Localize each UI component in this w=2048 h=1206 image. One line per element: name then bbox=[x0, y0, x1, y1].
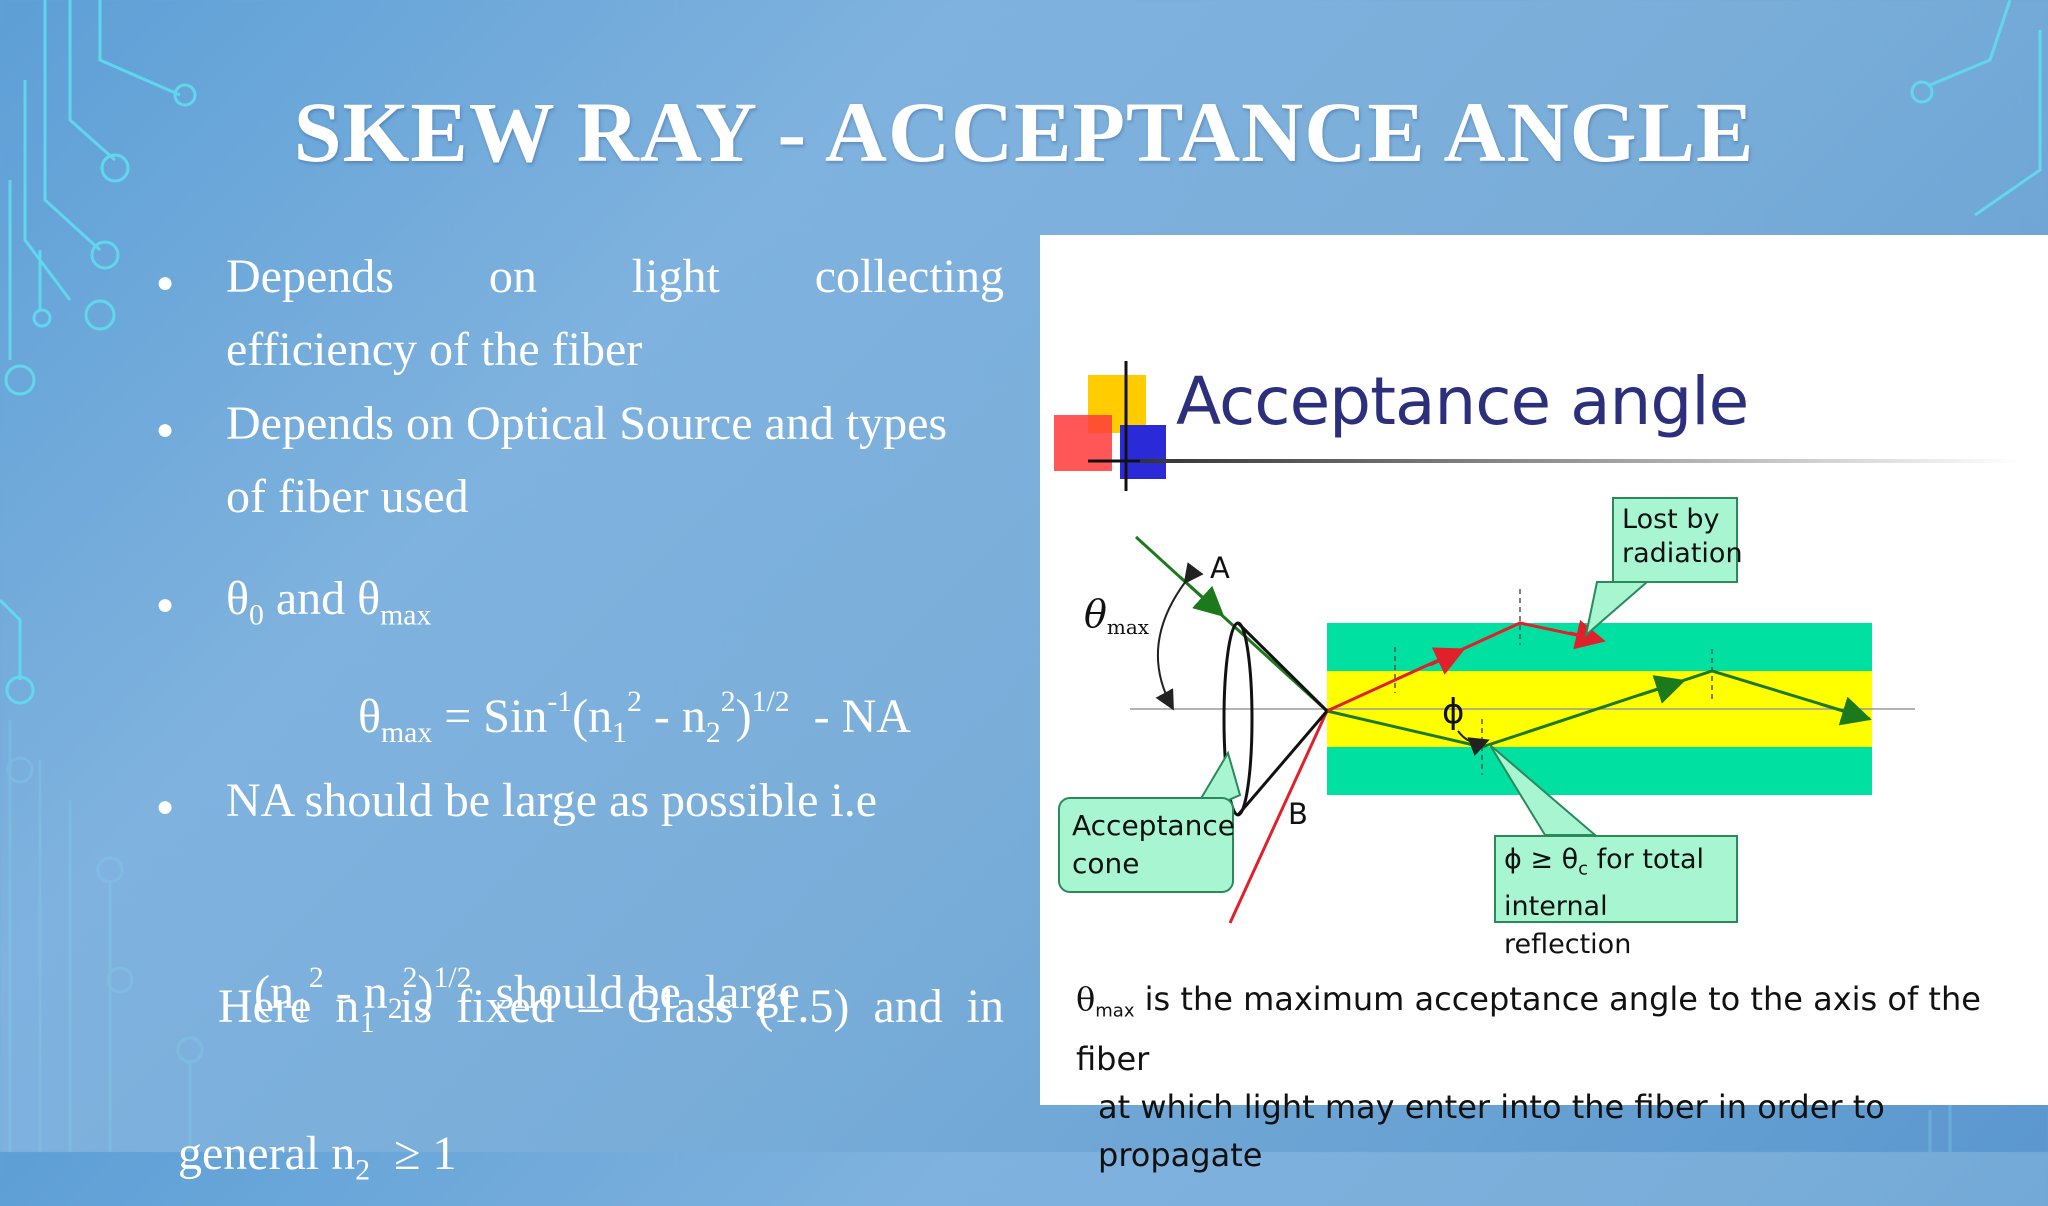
theta-max-arc bbox=[1155, 562, 1204, 711]
callout-text: internal reflection bbox=[1504, 891, 1632, 961]
word: Here bbox=[218, 980, 312, 1033]
acceptance-angle-figure: Acceptance angle A B θmax ϕ Lost by radi… bbox=[1040, 235, 2048, 1174]
subscript: 2 bbox=[705, 716, 721, 750]
ray-a-arrow bbox=[1639, 675, 1686, 704]
condition-expression: (n12 - n22)1/2 should be large bbox=[230, 868, 800, 1045]
word: and bbox=[873, 980, 943, 1033]
theta-symbol: θ bbox=[226, 572, 249, 625]
text: and θ bbox=[263, 572, 381, 625]
superscript: 1/2 bbox=[751, 685, 790, 718]
subscript: 1 bbox=[612, 716, 627, 750]
word: Depends bbox=[226, 250, 394, 303]
text: is the maximum acceptance angle to the a… bbox=[1076, 980, 1981, 1079]
superscript: 2 bbox=[402, 961, 418, 994]
theta-symbol: θ bbox=[358, 689, 381, 743]
word: fixed bbox=[456, 980, 555, 1033]
bullet-1-line-1: Depends on light collecting bbox=[226, 240, 1004, 313]
text: - n bbox=[641, 689, 706, 743]
callout-text: Acceptance bbox=[1072, 809, 1235, 842]
callout-text: Lost by bbox=[1622, 504, 1720, 535]
subscript: c bbox=[1578, 858, 1589, 880]
word: light bbox=[631, 250, 720, 303]
figure-caption: θmax is the maximum acceptance angle to … bbox=[1076, 975, 2036, 1179]
text: (n bbox=[254, 965, 294, 1019]
acceptance-angle-formula: θmax = Sin-1(n12 - n22)1/2 - NA bbox=[358, 665, 911, 769]
bullet-dot: ● bbox=[156, 790, 175, 823]
note-line-2: general n2 ≥ 1 bbox=[154, 1044, 456, 1206]
superscript: 1/2 bbox=[433, 961, 472, 994]
theta-max-label: θmax bbox=[1084, 595, 1149, 646]
word: is bbox=[400, 980, 433, 1033]
callout-text: cone bbox=[1072, 847, 1140, 880]
superscript: 2 bbox=[720, 685, 736, 718]
bullet-4-line-1: NA should be large as possible i.e bbox=[226, 774, 878, 827]
ray-a-arrow bbox=[1819, 696, 1872, 726]
circuit-decoration bbox=[0, 0, 2042, 1152]
superscript: 2 bbox=[308, 961, 324, 994]
acceptance-cone bbox=[1222, 621, 1329, 817]
subscript: max bbox=[381, 716, 433, 750]
subscript: max bbox=[1095, 1000, 1135, 1022]
superscript: -1 bbox=[547, 685, 573, 718]
bullet-dot: ● bbox=[156, 266, 175, 299]
figure-title: Acceptance angle bbox=[1176, 363, 1749, 440]
note-line-1: Here n₁ is fixed – Glass (1.5) and in bbox=[218, 970, 1004, 1043]
title-rule bbox=[1140, 459, 2020, 463]
callout-text: radiation bbox=[1622, 538, 1743, 569]
caption-line-1: θmax is the maximum acceptance angle to … bbox=[1076, 975, 2036, 1083]
subscript: max bbox=[1106, 615, 1150, 639]
text: ϕ ≥ θ bbox=[1504, 844, 1579, 875]
text: general n bbox=[178, 1127, 356, 1180]
slide-title: SKEW RAY - ACCEPTANCE ANGLE bbox=[293, 84, 1755, 180]
ray-b bbox=[1228, 621, 1601, 924]
callout-text: ϕ ≥ θc for total bbox=[1504, 841, 1728, 888]
word: (1.5) bbox=[757, 980, 850, 1033]
word: in bbox=[966, 980, 1005, 1033]
phi-label: ϕ bbox=[1442, 692, 1465, 732]
word: n₁ bbox=[335, 980, 377, 1033]
subscript: 0 bbox=[249, 598, 264, 632]
subscript: 2 bbox=[387, 992, 403, 1026]
text: ≥ 1 bbox=[370, 1127, 457, 1180]
superscript: 2 bbox=[627, 685, 642, 718]
word: Glass bbox=[626, 980, 734, 1033]
bullet-2-line-2: of fiber used bbox=[226, 470, 469, 523]
word: collecting bbox=[814, 250, 1004, 303]
bullet-2-line-1: Depends on Optical Source and types bbox=[226, 397, 948, 450]
text: = Sin bbox=[432, 689, 548, 743]
subscript: max bbox=[380, 598, 432, 632]
text: for total bbox=[1588, 844, 1705, 875]
theta-symbol: θ bbox=[1084, 592, 1107, 636]
callout-lost-by-radiation: Lost by radiation bbox=[1612, 497, 1743, 583]
callout-total-internal-reflection: ϕ ≥ θc for total internal reflection bbox=[1494, 835, 1738, 960]
theta-symbol: θ bbox=[1076, 980, 1096, 1018]
bullet-1-line-2: efficiency of the fiber bbox=[226, 323, 643, 376]
label-b: B bbox=[1288, 797, 1308, 831]
text: ) bbox=[417, 965, 434, 1019]
figure-diagram bbox=[1054, 361, 2020, 924]
bullet-dot: ● bbox=[156, 588, 175, 621]
title-logo-icon bbox=[1054, 361, 1220, 491]
ray-b-arrow bbox=[1429, 647, 1466, 675]
subscript: 1 bbox=[293, 992, 309, 1026]
label-a: A bbox=[1210, 551, 1230, 585]
word: on bbox=[488, 250, 537, 303]
caption-line-2: at which light may enter into the fiber … bbox=[1098, 1088, 1885, 1175]
text: should be large bbox=[471, 965, 800, 1019]
phi-arc bbox=[1457, 730, 1490, 756]
bullet-dot: ● bbox=[156, 413, 175, 446]
text: ) bbox=[735, 689, 752, 743]
text: - NA bbox=[789, 689, 911, 743]
text: - n bbox=[323, 965, 388, 1019]
text: (n bbox=[572, 689, 613, 743]
word: – bbox=[578, 980, 603, 1033]
subscript: 2 bbox=[355, 1153, 371, 1187]
callout-acceptance-cone: Acceptance cone bbox=[1058, 797, 1235, 893]
bullet-3-theta: θ0 and θmax bbox=[226, 562, 431, 651]
